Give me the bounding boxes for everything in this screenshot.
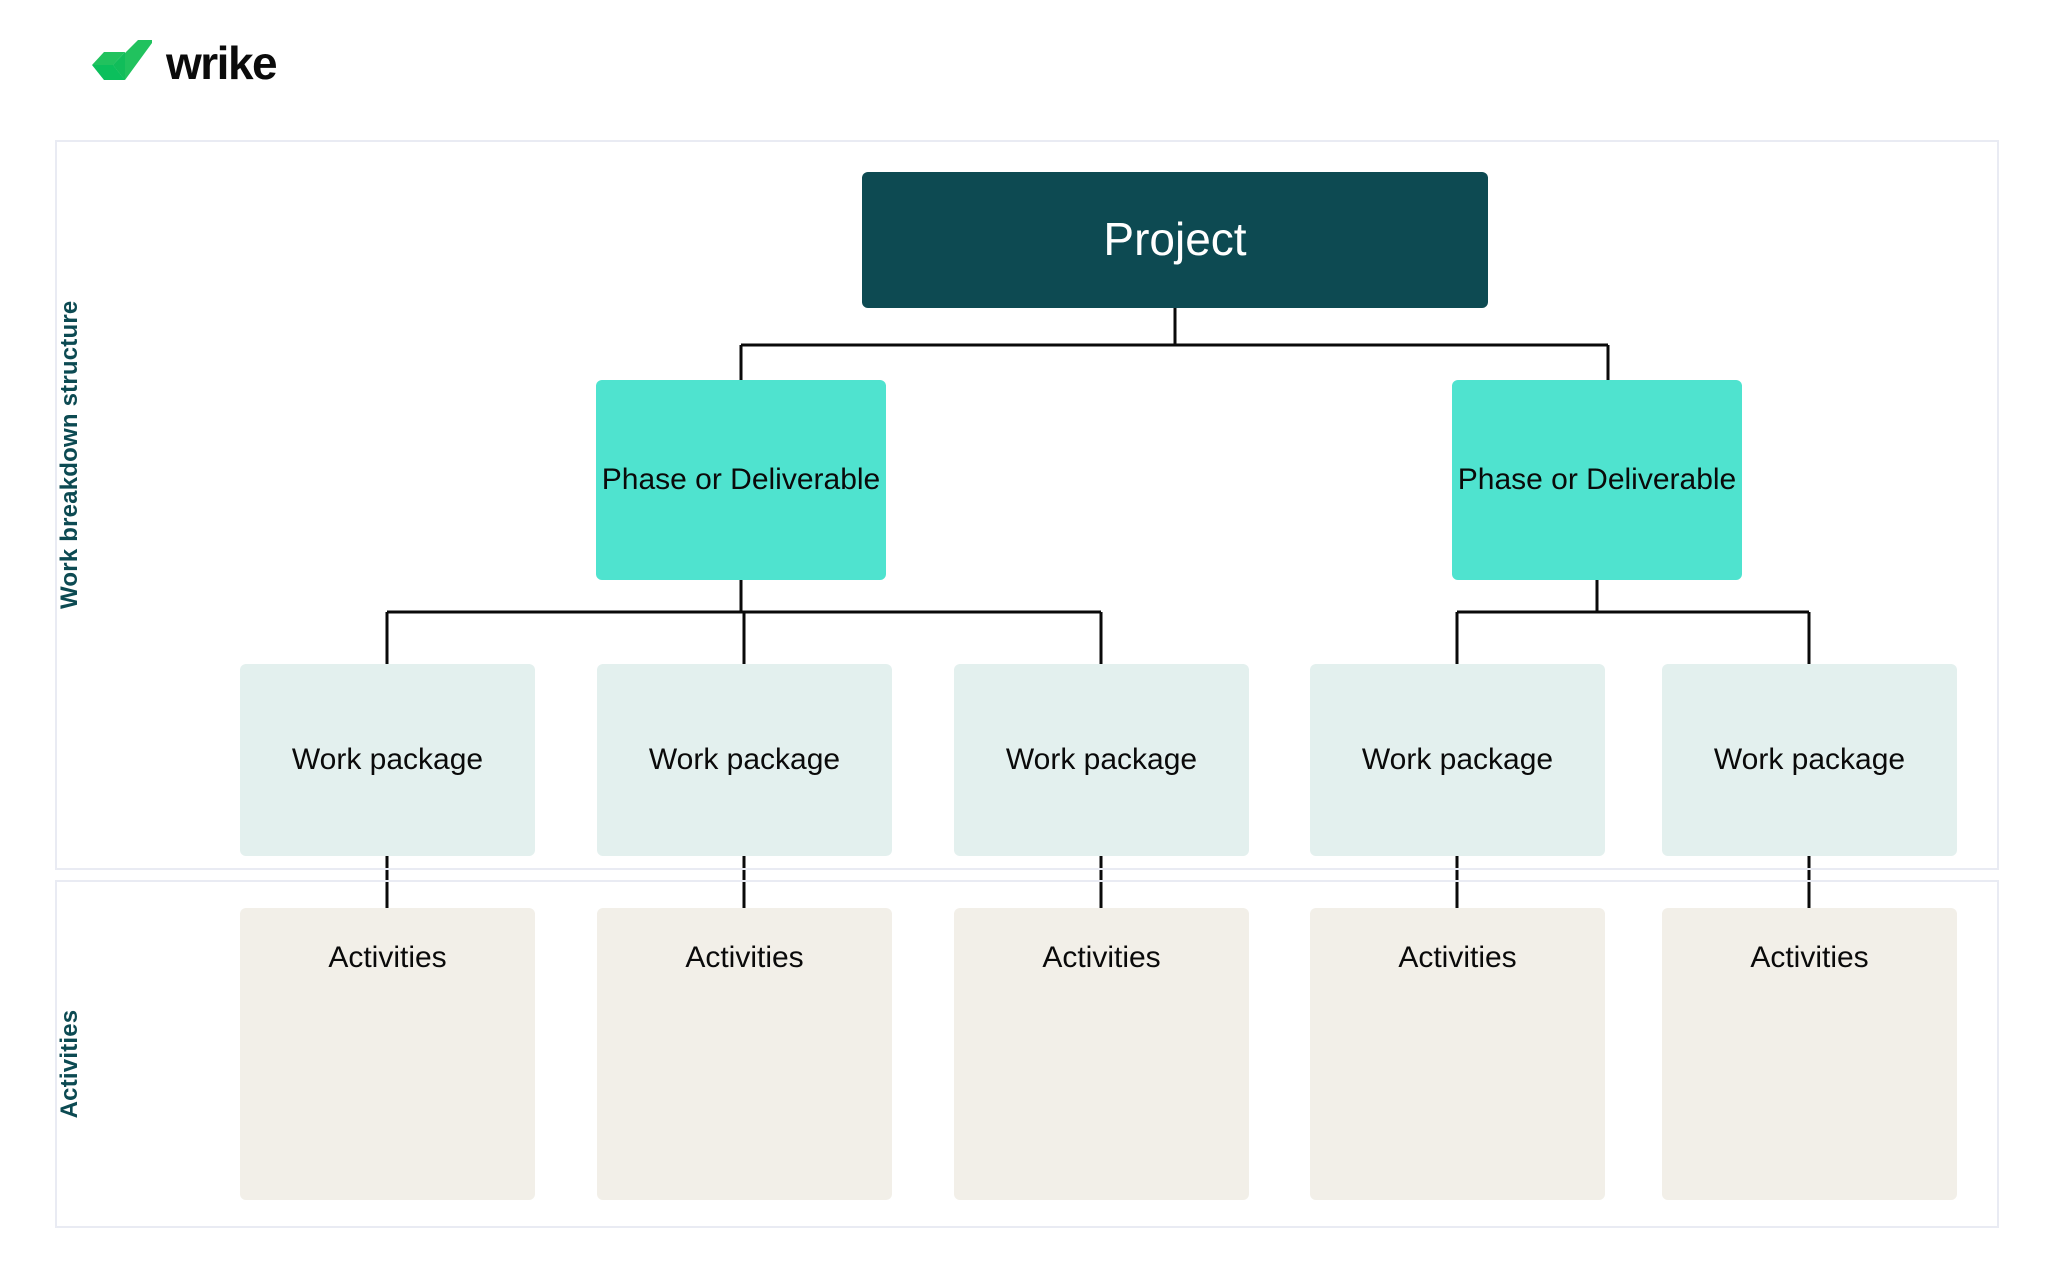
- node-activities-label: Activities: [328, 941, 447, 974]
- node-phase-or-deliverable-2[interactable]: Phase or Deliverable: [1452, 380, 1742, 580]
- node-activities-1[interactable]: Activities: [240, 908, 535, 1200]
- node-work-package-5[interactable]: Work package: [1662, 664, 1957, 856]
- node-activities-label: Activities: [1042, 941, 1161, 974]
- node-work-package-label: Work package: [1713, 743, 1906, 777]
- node-work-package-3[interactable]: Work package: [954, 664, 1249, 856]
- node-activities-label: Activities: [1750, 941, 1869, 974]
- node-phase-or-deliverable-1[interactable]: Phase or Deliverable: [596, 380, 886, 580]
- node-activities-label: Activities: [685, 941, 804, 974]
- node-work-package-1[interactable]: Work package: [240, 664, 535, 856]
- node-activities-label: Activities: [1398, 941, 1517, 974]
- wrike-wordmark: wrike: [166, 37, 278, 89]
- node-work-package-4[interactable]: Work package: [1310, 664, 1605, 856]
- node-work-package-2[interactable]: Work package: [597, 664, 892, 856]
- node-phase-label: Phase or Deliverable: [601, 463, 881, 497]
- wrike-logo[interactable]: wrike: [92, 37, 278, 89]
- section-label-activities: Activities: [56, 1009, 83, 1119]
- node-activities-4[interactable]: Activities: [1310, 908, 1605, 1200]
- wrike-checkmark-icon: [92, 40, 152, 80]
- node-work-package-label: Work package: [648, 743, 841, 777]
- node-work-package-label: Work package: [1005, 743, 1198, 777]
- panel-work-breakdown-structure: [55, 140, 1999, 870]
- node-project-label: Project: [1103, 213, 1247, 266]
- node-activities-3[interactable]: Activities: [954, 908, 1249, 1200]
- panel-activities: [55, 880, 1999, 1228]
- node-activities-2[interactable]: Activities: [597, 908, 892, 1200]
- node-project[interactable]: Project: [862, 172, 1488, 308]
- node-activities-5[interactable]: Activities: [1662, 908, 1957, 1200]
- node-phase-label: Phase or Deliverable: [1457, 463, 1737, 497]
- node-work-package-label: Work package: [291, 743, 484, 777]
- section-label-work-breakdown-structure: Work breakdown structure: [56, 300, 83, 609]
- node-work-package-label: Work package: [1361, 743, 1554, 777]
